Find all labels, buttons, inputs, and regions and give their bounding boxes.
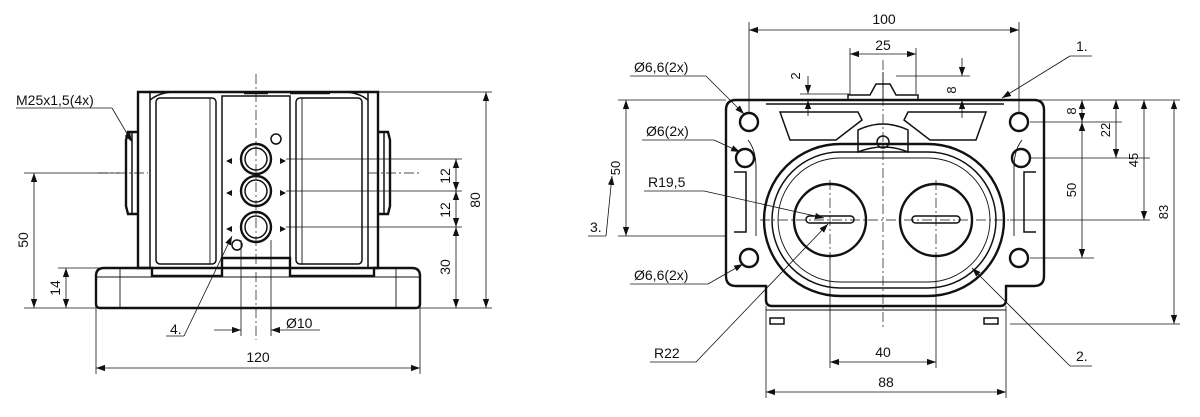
note-leader: [695, 223, 829, 363]
dim-8-label: 8: [944, 86, 959, 93]
right-hole-bot-right: [1008, 247, 1030, 269]
dim-40-label: 40: [875, 344, 891, 360]
callout-2: 2.: [1076, 348, 1088, 364]
note-hole-mid: Ø6(2x): [646, 123, 689, 139]
right-side-channel-right: [1023, 171, 1036, 233]
note-hole-bot: Ø6,6(2x): [634, 267, 688, 283]
dim-30-label: 30: [437, 259, 453, 275]
dim-12-label: 12: [437, 202, 453, 218]
right-bottom-tab: [983, 317, 999, 325]
callout-1-leader: [1001, 55, 1071, 99]
dim-8r-label: 8: [1064, 107, 1079, 114]
right-bottom-tab: [769, 317, 785, 325]
dim-45-label: 45: [1126, 153, 1141, 167]
callout-2-leader: [971, 267, 1071, 367]
callout-4-leader: [183, 235, 233, 337]
dim-14-label: 14: [47, 280, 63, 296]
dim-50l-label: 50: [608, 161, 623, 175]
note-r195: R19,5: [648, 174, 686, 190]
right-side-channel-left: [734, 171, 747, 233]
dim-100-label: 100: [872, 11, 896, 27]
right-hole-bot-left: [738, 247, 760, 269]
thread-leader: [111, 107, 133, 143]
right-lever-left: [778, 111, 863, 141]
dim-88-label: 88: [878, 374, 894, 390]
left-view: M25x1,5(4x) 50 14 12 12 30 80 Ø10: [15, 74, 492, 374]
dim-25-label: 25: [875, 37, 891, 53]
right-view: 100 25 2 8 8 22 45 50 83: [588, 11, 1180, 398]
callout-1: 1.: [1076, 38, 1088, 54]
note-leader: [707, 263, 744, 285]
callout-3: 3.: [590, 219, 602, 235]
note-leader: [705, 75, 745, 115]
right-hole-top-left: [738, 111, 760, 133]
right-housing-outline: [724, 98, 1046, 308]
left-housing-fillet: [149, 91, 176, 101]
note-leader: [703, 190, 825, 220]
left-base-plate: [94, 256, 422, 310]
left-chamber-left: [155, 97, 217, 265]
dim-10-label: Ø10: [286, 315, 313, 331]
dim-12-label: 12: [437, 168, 453, 184]
dim-50-label: 50: [15, 232, 31, 248]
right-center-boss: [857, 123, 909, 154]
dim-80-label: 80: [467, 192, 483, 208]
dim-2-label: 2: [788, 72, 803, 79]
note-leader: [713, 139, 741, 153]
thread-note: M25x1,5(4x): [16, 92, 94, 108]
left-chamber-right: [295, 97, 363, 265]
left-small-hole: [231, 239, 243, 251]
note-hole-top: Ø6,6(2x): [634, 59, 688, 75]
dim-83-label: 83: [1156, 205, 1171, 219]
callout-4: 4.: [170, 321, 182, 337]
left-small-hole: [270, 133, 282, 145]
callout-3-leader: [605, 175, 615, 237]
dim-50r-label: 50: [1064, 183, 1079, 197]
dim-120-label: 120: [246, 349, 270, 365]
right-lever-right: [903, 111, 988, 141]
dim-22-label: 22: [1098, 123, 1113, 137]
right-hole-top-right: [1008, 111, 1030, 133]
left-housing-fillet: [342, 91, 369, 101]
note-r22: R22: [654, 345, 680, 361]
right-side-rib: [747, 139, 757, 236]
right-side-rib: [1013, 139, 1023, 236]
right-hole-mid-left: [734, 147, 756, 169]
